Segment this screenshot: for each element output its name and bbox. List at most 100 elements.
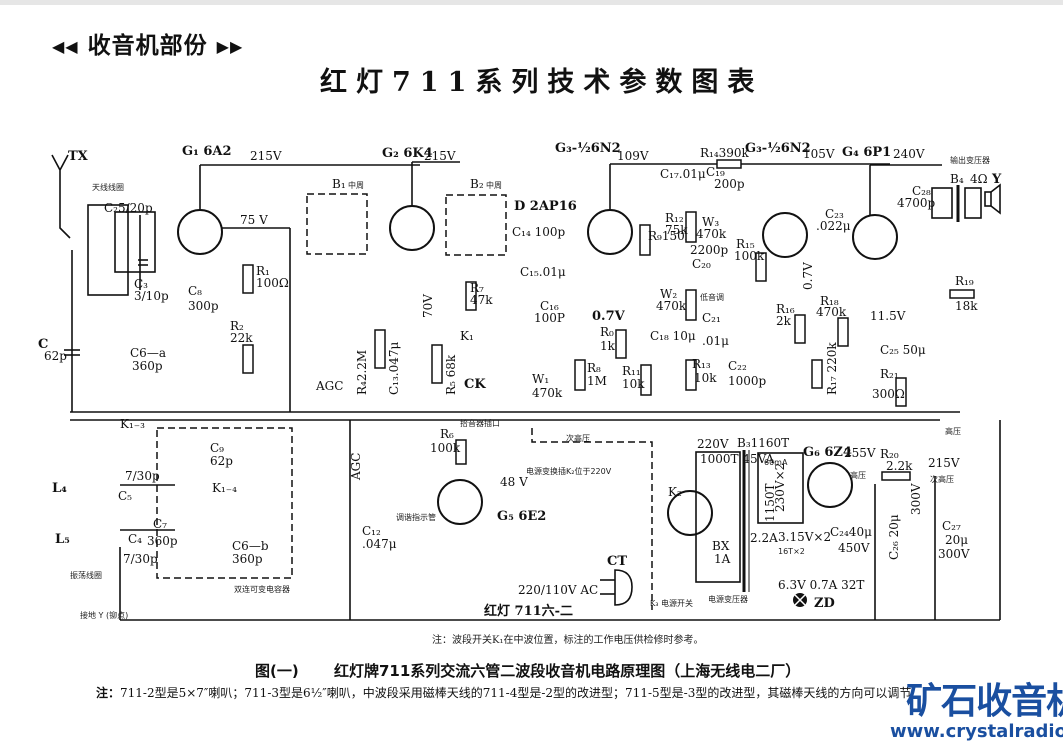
- agc-label-2: AGC: [349, 453, 363, 481]
- r11-label: R₁₁: [622, 364, 641, 378]
- section-title: ◀◀ 收音机部份 ▶▶: [52, 26, 243, 60]
- c25-label: C₂₅ 50μ: [880, 343, 926, 357]
- resistor-r5: [431, 344, 443, 384]
- r15-label: R₁₅: [736, 237, 755, 251]
- indicator-lamp-icon: [793, 593, 807, 607]
- resistor-r19: [949, 289, 975, 299]
- svg-text:16T×2: 16T×2: [778, 547, 805, 556]
- schematic-footnote: 注：波段开关K₁在中波位置，标注的工作电压供检修时参考。: [432, 635, 704, 646]
- svg-text:215V: 215V: [250, 149, 282, 163]
- svg-text:TX: TX: [68, 149, 89, 164]
- r19-value: 18k: [955, 299, 978, 313]
- plug-label: CT: [607, 554, 627, 569]
- w2-label: W₂: [660, 287, 677, 301]
- c9-label: C₉: [210, 441, 224, 455]
- lamp-label: ZD: [814, 596, 835, 611]
- svg-text:3.15V×2: 3.15V×2: [778, 530, 831, 544]
- r13-label: R₁₃: [692, 357, 711, 371]
- c27-value: 20μ: [945, 533, 968, 547]
- r20-value: 2.2k: [886, 459, 913, 473]
- speaker-label: Y: [991, 172, 1002, 187]
- resistor-r21: [895, 377, 907, 407]
- r7-value: 47k: [470, 293, 493, 307]
- c28-label: C₂₈: [912, 184, 931, 198]
- svg-text:1150T: 1150T: [763, 483, 777, 522]
- c17-label: C₁₇.01μ: [660, 167, 706, 181]
- resistor-r12: [685, 211, 697, 243]
- svg-text:G₆ 6Z4: G₆ 6Z4: [803, 445, 852, 460]
- ac-input-label: 220/110V AC: [518, 583, 598, 597]
- power-switch-label: K₃ 电源开关: [650, 598, 693, 608]
- svg-text:中周: 中周: [486, 180, 502, 190]
- r6-label: R₆: [440, 427, 454, 441]
- c26-label: C₂₆ 20μ: [887, 514, 901, 560]
- c16-value: 100P: [534, 311, 565, 325]
- resistor-r17: [811, 359, 823, 389]
- svg-text:G₁ 6A2: G₁ 6A2: [182, 144, 232, 159]
- r6-value: 100k: [430, 441, 461, 455]
- sub-hv-dashed: [531, 428, 653, 610]
- c21-value: .01μ: [702, 334, 729, 348]
- sub-hv-label-2: 次高压: [930, 474, 954, 484]
- volt-switch-label: 电源变换插K₂位于220V: [526, 466, 612, 476]
- k1-5-label: K₁: [460, 329, 474, 343]
- c7-label: C₇: [153, 517, 167, 531]
- c19-value: 200p: [714, 177, 745, 191]
- svg-text:220V: 220V: [697, 437, 729, 451]
- c7-value: 360p: [147, 534, 178, 548]
- r1-label: R₁: [256, 264, 270, 278]
- r10-value: 1k: [600, 339, 616, 353]
- resistor-r13: [685, 359, 697, 391]
- c6b-value: 360p: [232, 552, 263, 566]
- ground-label: 接地 Y (铆点): [80, 610, 128, 620]
- hv-label: 高压: [945, 426, 961, 436]
- output-transformer-b4: B₄ 4Ω 输出变压器: [931, 155, 990, 222]
- c24-label: C₂₄40μ: [830, 525, 872, 539]
- ck-label: CK: [464, 377, 486, 392]
- sub-hv-label: 次高压: [566, 433, 590, 443]
- c3-value: 3/10p: [134, 289, 169, 303]
- c8-label: C₈: [188, 284, 202, 298]
- svg-text:11.5V: 11.5V: [870, 309, 906, 323]
- c27-label: C₂₇: [942, 519, 961, 533]
- double-triangle-left-icon: ◀◀: [52, 37, 79, 56]
- pickup-label: 拾音器插口: [460, 418, 500, 428]
- c14-label: C₁₄ 100p: [512, 225, 566, 239]
- r2-label: R₂: [230, 319, 244, 333]
- input-coils: [87, 204, 156, 296]
- dual-cap-label: 双连可变电容器: [234, 584, 290, 594]
- svg-text:2.2A: 2.2A: [750, 531, 778, 545]
- resistor-r1: [242, 264, 254, 294]
- ac-plug-icon: [600, 569, 633, 606]
- tube-g4: G₄ 6P1 240V 11.5V: [842, 145, 942, 323]
- c4-label: C₄: [128, 532, 142, 546]
- resistor-r4: [374, 329, 386, 369]
- c18-label: C₁₈ 10μ: [650, 329, 696, 343]
- speaker-icon: [984, 183, 1001, 215]
- antenna-coil-label: 天线线圈: [92, 182, 124, 192]
- c4-value: 7/30p: [123, 552, 158, 566]
- c5-label: C₅: [118, 489, 132, 503]
- v300-label: 300V: [909, 483, 923, 515]
- potentiometer-w2: [685, 289, 697, 321]
- main-title: 红灯711系列技术参数图表: [320, 67, 764, 98]
- svg-text:70V: 70V: [421, 294, 435, 318]
- watermark-url: www.crystalradio.cn: [890, 721, 1063, 742]
- agc-label: AGC: [315, 379, 343, 393]
- r13-value: 10k: [694, 371, 717, 385]
- svg-text:240V: 240V: [893, 147, 925, 161]
- svg-text:109V: 109V: [617, 149, 649, 163]
- top-border: [0, 0, 1063, 5]
- l4-label: L₄: [52, 481, 67, 496]
- resistor-r14: [716, 159, 742, 169]
- k1-4-label: K₁₋₄: [212, 481, 237, 495]
- svg-text:105V: 105V: [803, 147, 835, 161]
- svg-text:G₂ 6K4: G₂ 6K4: [382, 146, 433, 161]
- svg-text:255V: 255V: [844, 446, 876, 460]
- w2-note: 低音调: [700, 292, 724, 302]
- w2-value: 470k: [656, 299, 687, 313]
- svg-text:1000T 45VA: 1000T 45VA: [700, 452, 774, 466]
- osc-section: [119, 427, 293, 620]
- svg-text:75 V: 75 V: [240, 213, 268, 227]
- c6b-label: C6—b: [232, 539, 269, 553]
